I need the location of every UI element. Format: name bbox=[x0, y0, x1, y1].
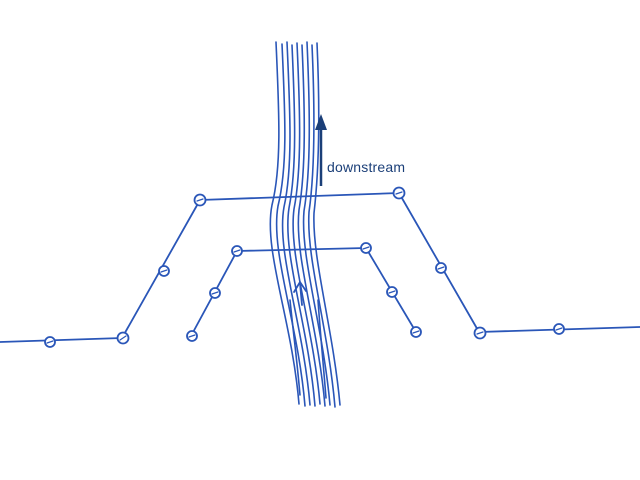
stream-line bbox=[292, 42, 321, 405]
outer-transect-line bbox=[0, 192, 640, 343]
stream-line bbox=[275, 43, 306, 407]
inner-transect-line bbox=[190, 247, 417, 337]
stream-line bbox=[281, 41, 311, 406]
stream-line bbox=[287, 44, 316, 407]
stream-line bbox=[269, 41, 300, 405]
stream-line bbox=[297, 44, 326, 407]
stream-channel bbox=[269, 41, 341, 408]
in-stream-flow-arrow bbox=[293, 280, 307, 306]
downstream-arrow bbox=[315, 114, 327, 186]
stream-line bbox=[317, 299, 327, 399]
inner-transect bbox=[190, 247, 417, 337]
downstream-label: downstream bbox=[327, 159, 406, 175]
stream-line bbox=[289, 299, 301, 396]
marker-ticks bbox=[46, 191, 563, 344]
outer-transect bbox=[0, 192, 640, 343]
stream-line bbox=[307, 44, 336, 408]
stream-line bbox=[313, 42, 341, 406]
